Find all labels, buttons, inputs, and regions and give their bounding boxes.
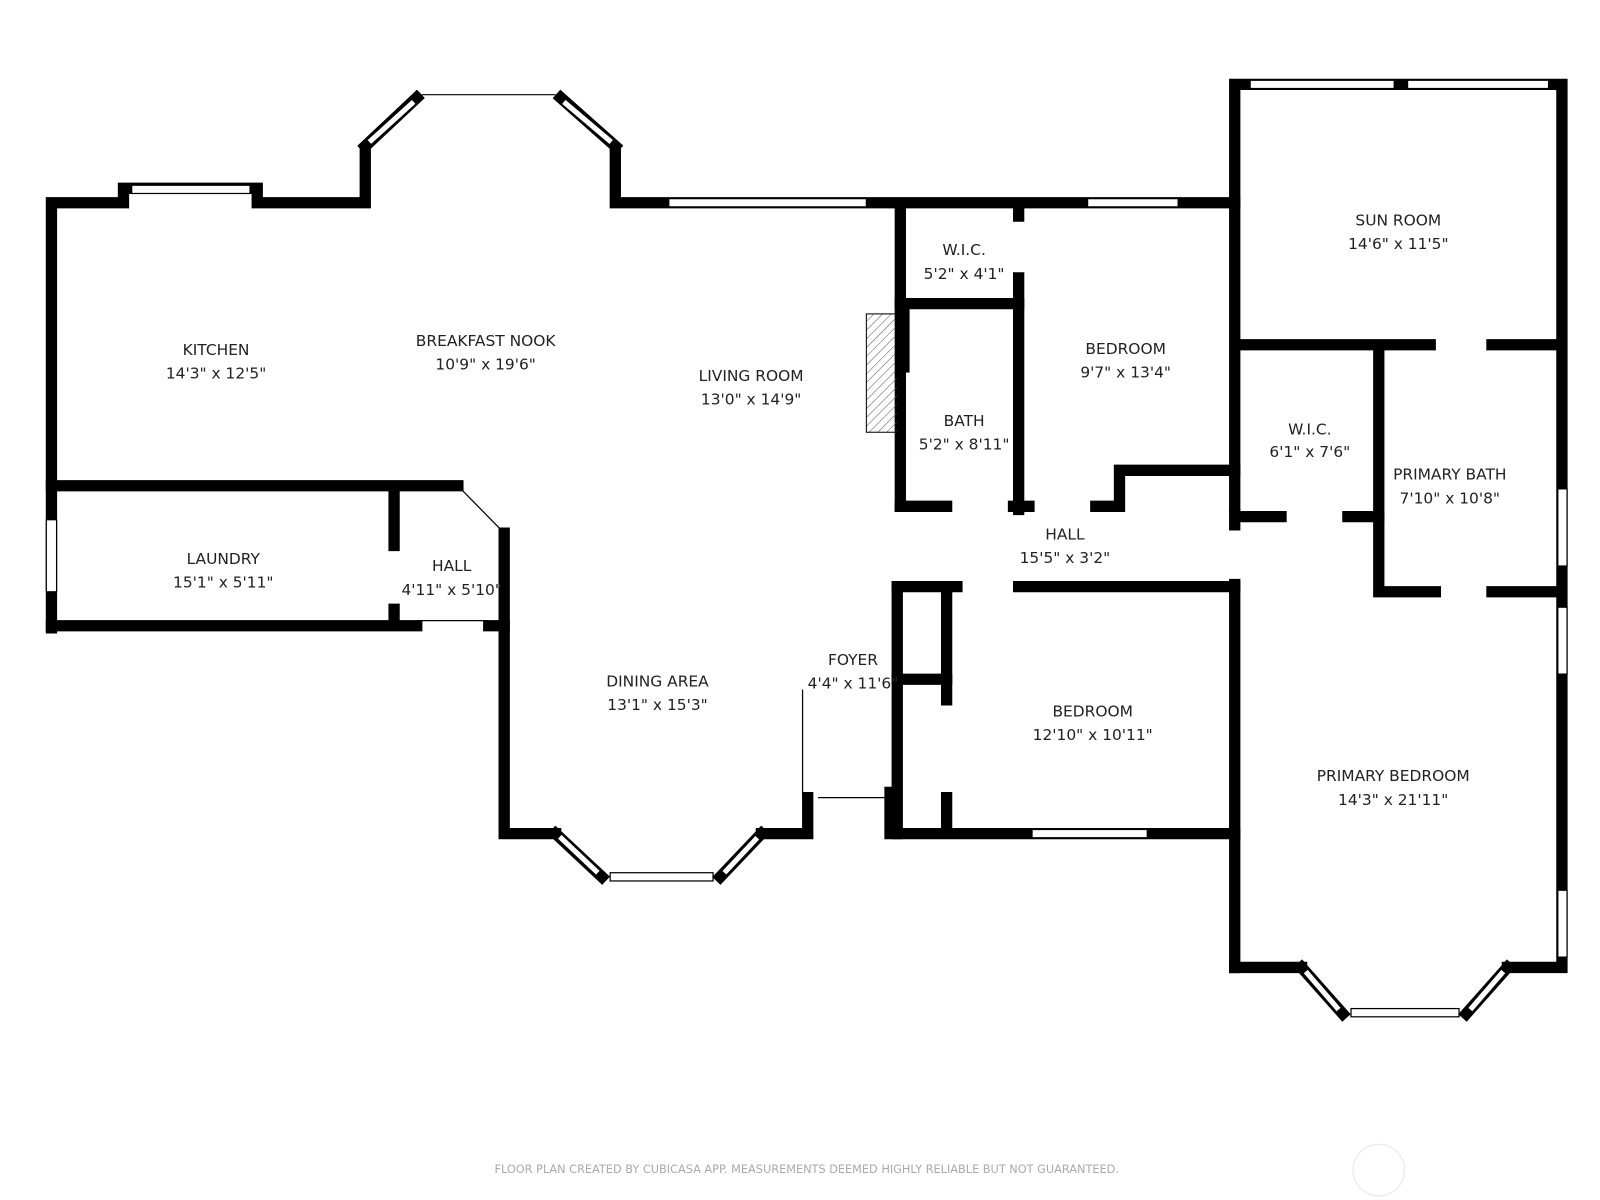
room-name: DINING AREA (606, 672, 709, 690)
room-name: FOYER (828, 651, 878, 669)
room-size: 10'9" x 19'6" (435, 355, 535, 373)
room-size: 14'3" x 12'5" (166, 365, 266, 383)
windows (45, 79, 1568, 1022)
room-size: 9'7" x 13'4" (1080, 364, 1171, 382)
room-size: 7'10" x 10'8" (1400, 489, 1500, 507)
room-size: 14'3" x 21'11" (1338, 791, 1448, 809)
room-size: 6'1" x 7'6" (1269, 443, 1350, 461)
room-name: HALL (1045, 525, 1085, 543)
room-name: KITCHEN (183, 341, 250, 359)
room-size: 5'2" x 4'1" (924, 265, 1005, 283)
room-name: W.I.C. (942, 241, 986, 259)
room-labels: KITCHEN 14'3" x 12'5" BREAKFAST NOOK 10'… (166, 211, 1507, 808)
room-name: PRIMARY BATH (1393, 466, 1506, 484)
room-size: 13'0" x 14'9" (701, 390, 801, 408)
room-size: 13'1" x 15'3" (607, 696, 707, 714)
room-name: HALL (432, 557, 472, 575)
room-size: 15'1" x 5'11" (173, 574, 273, 592)
room-name: SUN ROOM (1355, 211, 1441, 229)
room-size: 15'5" x 3'2" (1020, 549, 1111, 567)
room-name: W.I.C. (1288, 420, 1332, 438)
room-name: BEDROOM (1052, 702, 1132, 720)
walls (45, 78, 1568, 974)
room-name: LAUNDRY (187, 550, 261, 568)
room-name: LIVING ROOM (699, 367, 804, 385)
room-name: BREAKFAST NOOK (416, 332, 557, 350)
room-size: 5'2" x 8'11" (919, 436, 1010, 454)
footer-disclaimer: FLOOR PLAN CREATED BY CUBICASA APP. MEAS… (494, 1163, 1118, 1176)
room-name: BATH (944, 412, 985, 430)
room-size: 12'10" x 10'11" (1033, 726, 1153, 744)
room-size: 14'6" x 11'5" (1348, 235, 1448, 253)
room-name: PRIMARY BEDROOM (1317, 767, 1470, 785)
room-size: 4'4" x 11'6" (808, 675, 899, 693)
room-name: BEDROOM (1085, 340, 1165, 358)
room-size: 4'11" x 5'10" (401, 581, 501, 599)
watermark-logo (1352, 1143, 1406, 1197)
